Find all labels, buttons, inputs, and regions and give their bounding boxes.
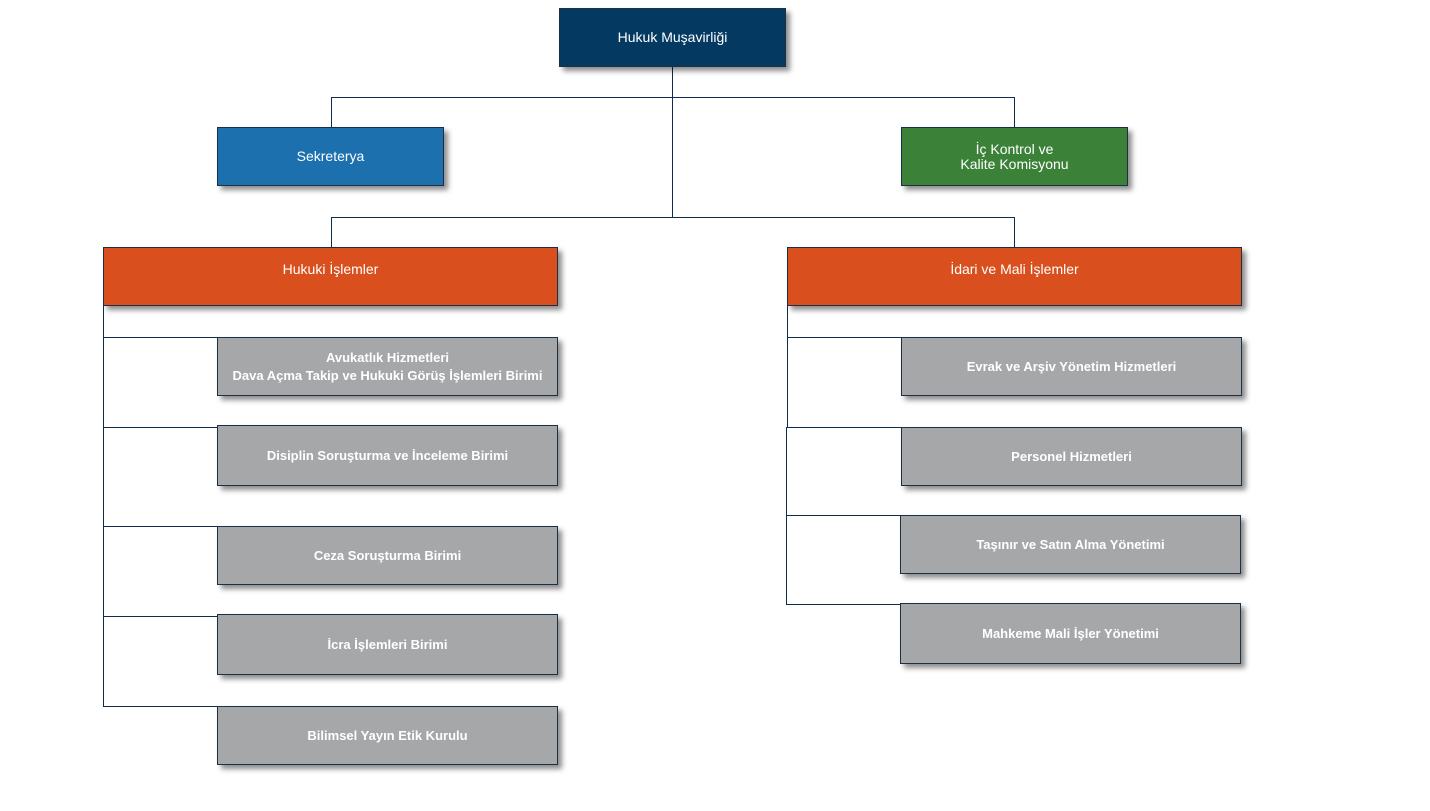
node-personel-hizmetleri: Personel Hizmetleri [901,427,1242,486]
node-bilimsel-yayin-etik-kurulu: Bilimsel Yayın Etik Kurulu [217,706,558,765]
node-label: Kalite Komisyonu [960,155,1069,172]
node-label: Avukatlık Hizmetleri [325,349,450,365]
node-label: İdari ve Mali İşlemler [950,261,1079,277]
node-label: İç Kontrol ve [975,140,1054,157]
node-ic-kontrol-ve-kalite-komisyonu: İç Kontrol ve Kalite Komisyonu [901,127,1128,186]
node-hukuk-musavirligi: Hukuk Muşavirliği [559,8,786,67]
node-ceza-sorusturma: Ceza Soruşturma Birimi [217,526,558,585]
node-icra-islemleri: İcra İşlemleri Birimi [217,614,558,675]
node-label: Evrak ve Arşiv Yönetim Hizmetleri [966,358,1177,374]
node-label: Dava Açma Takip ve Hukuki Görüş İşlemler… [232,367,543,383]
node-label: Sekreterya [296,148,365,164]
node-label: Disiplin Soruşturma ve İnceleme Birimi [266,447,509,463]
node-hukuki-islemler: Hukuki İşlemler [103,247,558,306]
node-tasinir-ve-satin-alma: Taşınır ve Satın Alma Yönetimi [900,515,1241,574]
node-label: Mahkeme Mali İşler Yönetimi [982,625,1159,641]
node-label: Bilimsel Yayın Etik Kurulu [307,727,468,743]
node-label: Hukuki İşlemler [282,261,379,277]
node-avukatlik-hizmetleri: Avukatlık Hizmetleri Dava Açma Takip ve … [217,337,558,396]
node-disiplin-sorusturma: Disiplin Soruşturma ve İnceleme Birimi [217,425,558,486]
node-sekreterya: Sekreterya [217,127,444,186]
node-label: Taşınır ve Satın Alma Yönetimi [976,536,1165,552]
node-label: İcra İşlemleri Birimi [327,636,448,652]
node-label: Ceza Soruşturma Birimi [313,547,462,563]
node-mahkeme-mali-isler: Mahkeme Mali İşler Yönetimi [900,603,1241,664]
node-idari-ve-mali-islemler: İdari ve Mali İşlemler [787,247,1242,306]
node-evrak-ve-arsiv: Evrak ve Arşiv Yönetim Hizmetleri [901,337,1242,396]
node-label: Hukuk Muşavirliği [617,29,728,45]
node-label: Personel Hizmetleri [1011,448,1132,464]
